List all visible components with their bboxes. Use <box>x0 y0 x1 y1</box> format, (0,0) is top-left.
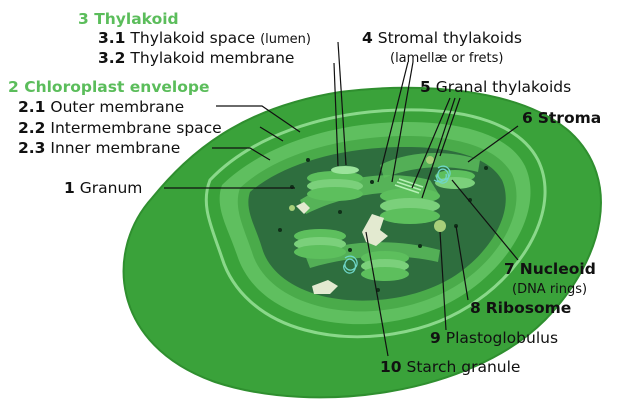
leader-nucleoid <box>451 179 519 261</box>
label-thylakoid-space: 3.1 Thylakoid space (lumen) <box>98 29 311 47</box>
leader-stromal-thylakoids-a <box>377 61 409 183</box>
granal-thylakoid <box>380 208 440 224</box>
label-intermembrane-space: 2.2 Intermembrane space <box>18 119 222 137</box>
leader-granal-thylakoids-a <box>411 97 451 189</box>
starch-granules <box>296 202 388 294</box>
leader-thylakoid-space <box>337 41 347 166</box>
label-stromal-thylakoids-note: (lamellæ or frets) <box>390 51 503 66</box>
nucleoid-dna <box>343 255 358 274</box>
label-chloroplast-envelope: 2 Chloroplast envelope <box>8 78 210 96</box>
stromal-lamella <box>380 153 480 178</box>
granum <box>380 178 440 224</box>
granal-thylakoid <box>307 187 363 201</box>
label-granal-thylakoids: 5 Granal thylakoids <box>420 78 571 96</box>
leader-plastoglobulus <box>439 231 447 331</box>
plastoglobulus <box>426 156 434 164</box>
granum <box>307 166 363 201</box>
plastoglobulus <box>289 205 295 211</box>
leader-stroma <box>467 125 519 163</box>
starch-granule <box>362 214 388 246</box>
thylakoid-membrane-stripes <box>394 178 424 194</box>
label-ribosome: 8 Ribosome <box>470 299 571 317</box>
label-outer-membrane: 2.1 Outer membrane <box>18 98 184 116</box>
leader-inner-membrane <box>212 147 271 161</box>
leader-intermembrane-space <box>259 126 284 142</box>
nucleoid-dna <box>433 165 451 184</box>
plastoglobulus <box>434 220 446 232</box>
label-thylakoid-membrane: 3.2 Thylakoid membrane <box>98 49 294 67</box>
ribosome <box>306 158 310 162</box>
label-stromal-thylakoids: 4 Stromal thylakoids <box>362 29 522 47</box>
label-nucleoid: 7 Nucleoid <box>504 260 596 278</box>
leader-outer-membrane <box>216 105 301 133</box>
plastoglobuli <box>289 156 446 232</box>
ribosome <box>484 166 488 170</box>
leader-thylakoid-membrane <box>333 62 339 167</box>
granum <box>294 229 346 259</box>
label-granum: 1 Granum <box>64 179 142 197</box>
label-plastoglobulus: 9 Plastoglobulus <box>430 329 558 347</box>
outer-membrane-line <box>204 108 547 339</box>
ribosome <box>348 248 352 252</box>
leader-ribosome <box>455 225 469 301</box>
leader-granal-thylakoids-b <box>421 97 456 199</box>
label-nucleoid-note: (DNA rings) <box>512 282 587 297</box>
label-stroma: 6 Stroma <box>522 109 601 127</box>
label-thylakoid: 3 Thylakoid <box>78 10 179 28</box>
leader-granal-thylakoids-c <box>439 97 461 157</box>
ribosome <box>370 180 374 184</box>
ribosome <box>278 228 282 232</box>
ribosome <box>338 210 342 214</box>
leader-starch-granule <box>365 231 389 357</box>
granal-thylakoid <box>361 267 409 281</box>
leader-lines <box>164 41 519 357</box>
label-starch-granule: 10 Starch granule <box>380 358 520 376</box>
nucleoids <box>343 165 451 274</box>
starch-granule <box>312 280 338 294</box>
granum <box>361 251 409 281</box>
leader-stromal-thylakoids-b <box>391 61 414 183</box>
label-inner-membrane: 2.3 Inner membrane <box>18 139 180 157</box>
starch-granule <box>296 202 310 214</box>
granal-thylakoid <box>294 245 346 259</box>
thylakoid-lumen <box>331 166 359 174</box>
ribosome <box>418 244 422 248</box>
